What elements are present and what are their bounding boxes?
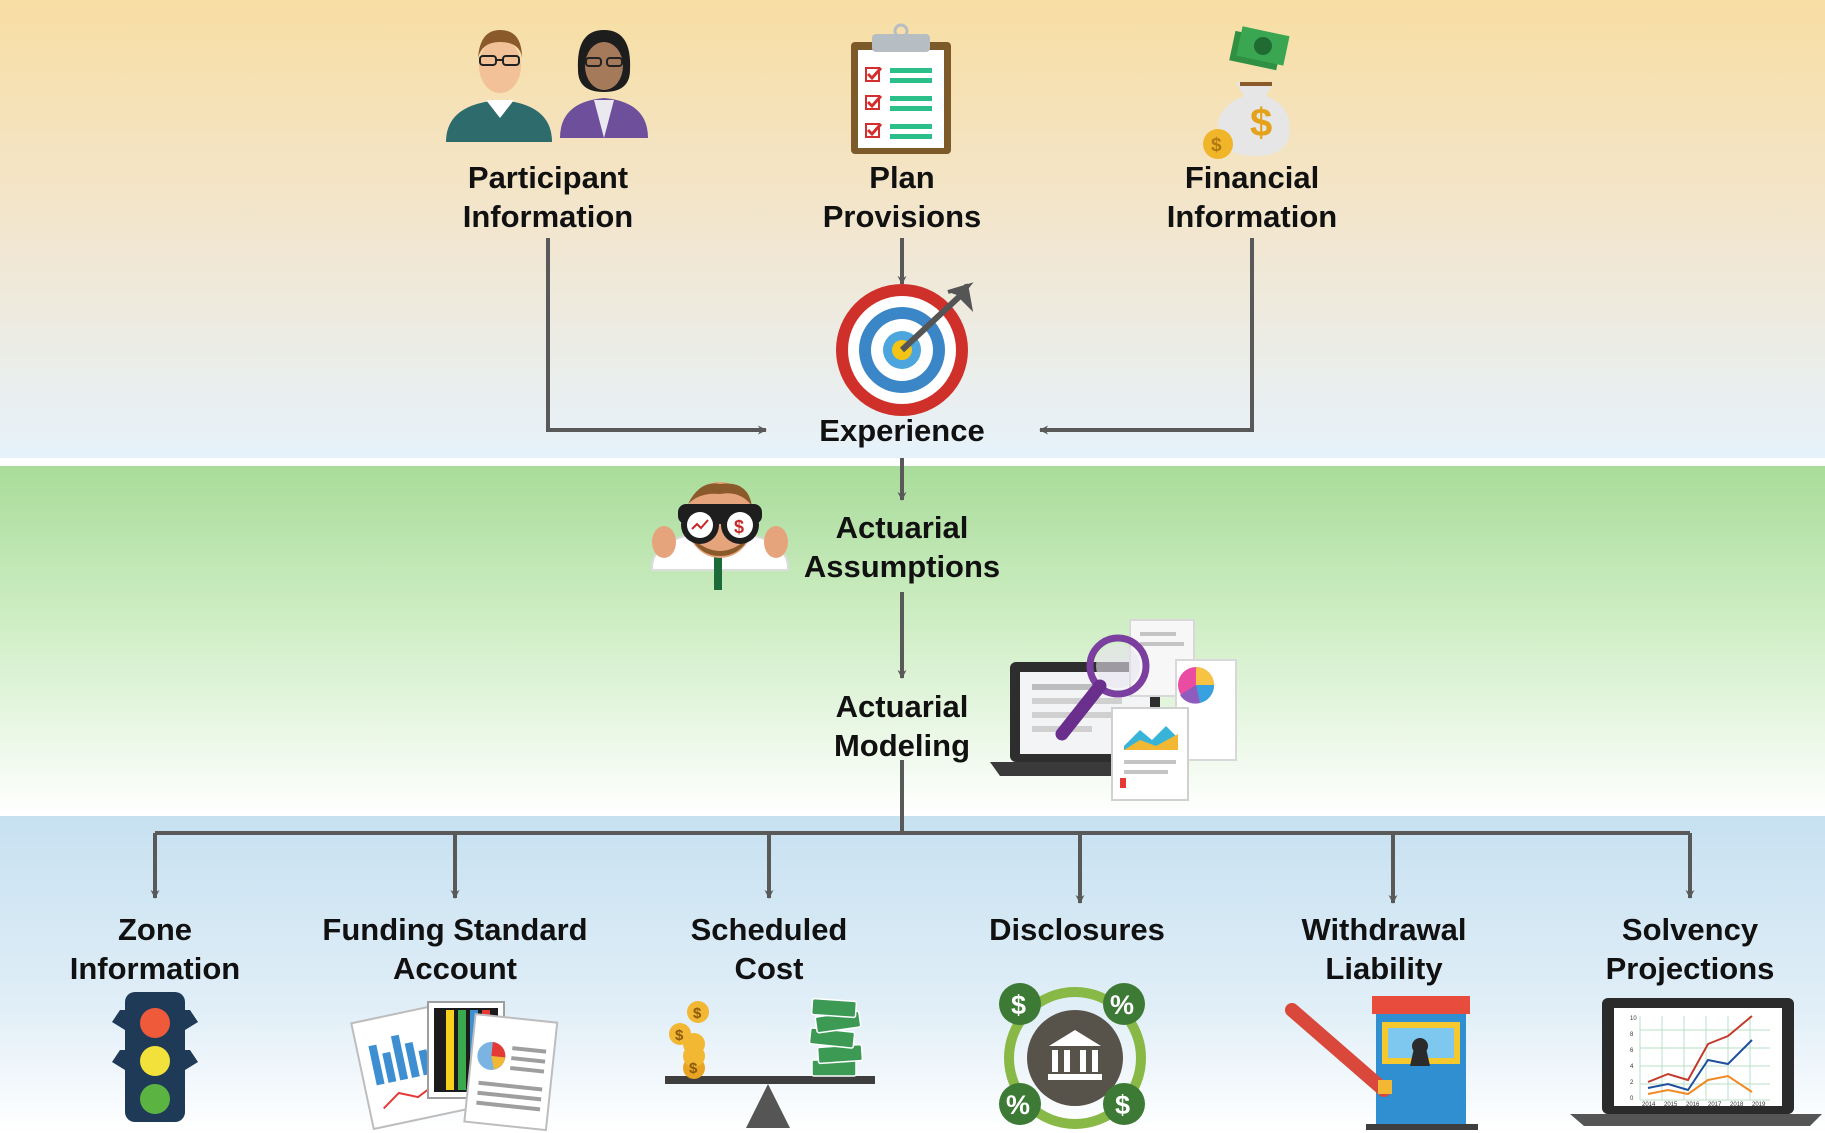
outputs-band xyxy=(0,816,1825,1133)
svg-text:2015: 2015 xyxy=(1664,1102,1678,1108)
target-icon xyxy=(836,282,974,416)
svg-text:%: % xyxy=(1110,990,1134,1020)
binoculars-person-icon: $ xyxy=(650,482,790,590)
svg-text:$: $ xyxy=(689,1060,698,1077)
svg-text:2019: 2019 xyxy=(1752,1102,1766,1108)
svg-text:$: $ xyxy=(693,1005,702,1022)
laptop-analysis-icon xyxy=(990,619,1237,801)
svg-text:$: $ xyxy=(1211,135,1222,156)
svg-text:0: 0 xyxy=(1630,1096,1634,1102)
svg-text:$: $ xyxy=(1011,990,1026,1020)
laptop-chart-icon: 10 8 6 4 2 0 2014 2015 2016 2017 2018 20… xyxy=(1570,998,1822,1126)
disclosures-label: Disclosures xyxy=(989,912,1165,947)
experience-label: Experience xyxy=(819,413,985,448)
svg-text:2018: 2018 xyxy=(1730,1102,1744,1108)
financial-connector xyxy=(1039,238,1254,435)
money-bag-icon: $ $ xyxy=(1203,26,1290,159)
svg-text:8: 8 xyxy=(1630,1032,1634,1038)
modeling-band xyxy=(0,466,1825,816)
svg-text:6: 6 xyxy=(1630,1048,1634,1054)
traffic-light-icon xyxy=(112,992,198,1122)
svg-text:$: $ xyxy=(1250,101,1272,145)
svg-text:%: % xyxy=(1006,1090,1030,1120)
clipboard-icon xyxy=(851,23,951,154)
people-icon xyxy=(446,30,648,142)
svg-text:$: $ xyxy=(1115,1090,1130,1120)
svg-text:$: $ xyxy=(734,517,744,537)
svg-text:2017: 2017 xyxy=(1708,1102,1722,1108)
svg-text:4: 4 xyxy=(1630,1064,1634,1070)
participant-connector xyxy=(546,238,767,435)
svg-text:2014: 2014 xyxy=(1642,1102,1656,1108)
svg-text:10: 10 xyxy=(1630,1016,1637,1022)
toll-gate-icon xyxy=(1285,996,1478,1130)
connectors xyxy=(150,238,1695,904)
svg-text:$: $ xyxy=(675,1027,684,1044)
svg-text:2016: 2016 xyxy=(1686,1102,1700,1108)
spreadsheet-icon xyxy=(350,1001,559,1132)
svg-text:2: 2 xyxy=(1630,1080,1634,1086)
balance-scale-icon: $ $ $ xyxy=(665,997,875,1128)
bank-cycle-icon: $ % % $ xyxy=(999,983,1146,1129)
